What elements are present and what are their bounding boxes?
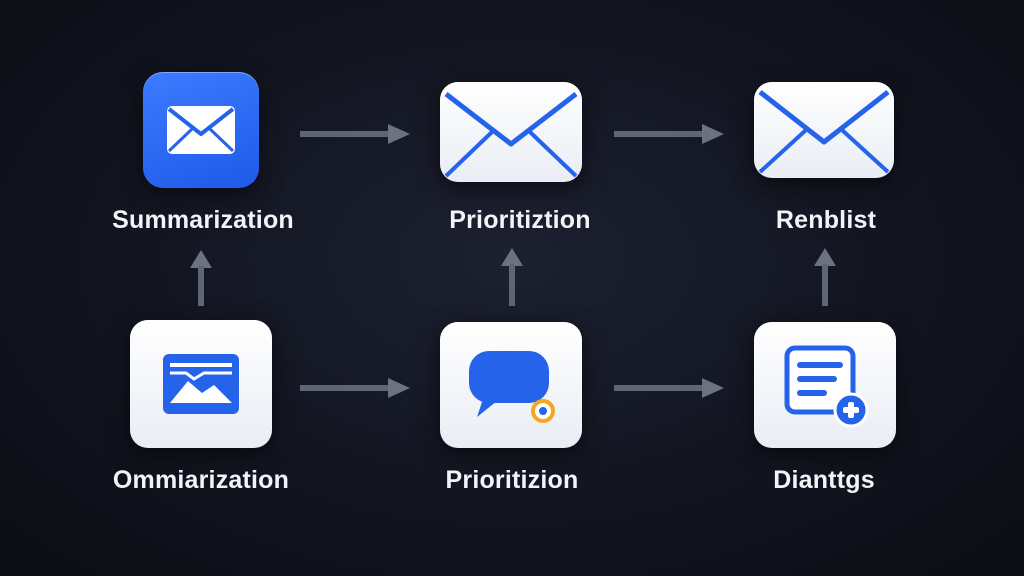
document-add-icon: [777, 340, 873, 430]
arrow-right-icon: [614, 376, 726, 400]
chat-bubble-icon: [461, 343, 561, 427]
node-label: Summarization: [112, 206, 294, 234]
node-label: Dianttgs: [773, 466, 875, 494]
envelope-icon: [164, 100, 238, 160]
node-dianttgs[interactable]: [754, 322, 896, 448]
image-icon: [160, 351, 242, 417]
node-prioritiztion[interactable]: [440, 82, 582, 182]
node-ommiarization[interactable]: [130, 320, 272, 448]
envelope-icon: [440, 82, 582, 182]
node-label: Prioritiztion: [449, 206, 591, 234]
node-label: Prioritizion: [445, 466, 579, 494]
node-prioritizion[interactable]: [440, 322, 582, 448]
node-renblist[interactable]: [754, 82, 894, 178]
arrow-up-icon: [188, 248, 214, 306]
node-label: Renblist: [775, 206, 877, 234]
arrow-right-icon: [614, 122, 726, 146]
arrow-right-icon: [300, 122, 412, 146]
node-summarization[interactable]: [143, 72, 259, 188]
arrow-up-icon: [812, 246, 838, 306]
envelope-icon: [754, 82, 894, 178]
arrow-up-icon: [499, 246, 525, 306]
node-label: Ommiarization: [112, 466, 290, 494]
arrow-right-icon: [300, 376, 412, 400]
